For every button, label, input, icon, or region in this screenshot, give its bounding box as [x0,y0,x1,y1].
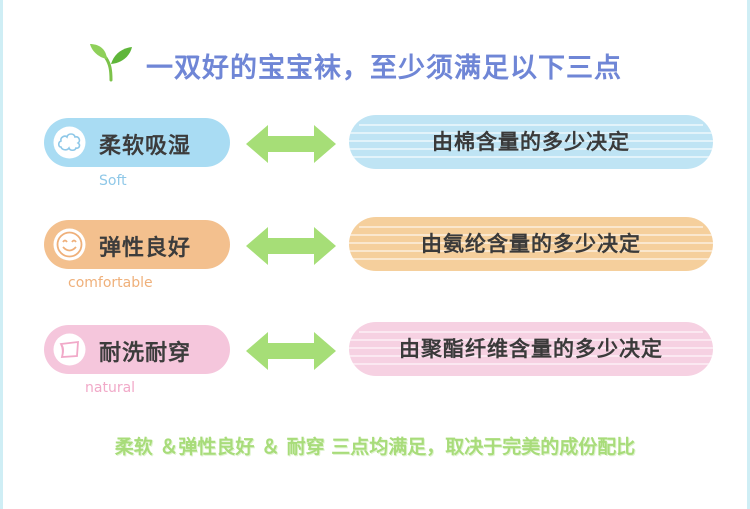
result-text: 由氨纶含量的多少决定 [421,232,641,256]
leaf-sprout-icon [90,44,132,82]
feature-pill: 弹性良好 [44,220,230,269]
pill-texture [349,226,713,260]
feature-row-natural: 耐洗耐穿 natural 由聚酯纤维含量的多少决定 [0,322,750,405]
feature-sublabel: Soft [99,173,127,189]
result-pill: 由棉含量的多少决定 [349,115,713,169]
pill-texture [349,331,713,365]
pill-texture [349,124,713,158]
feature-sublabel: comfortable [68,275,153,291]
feature-pill: 耐洗耐穿 [44,325,230,374]
double-arrow-icon [246,125,336,163]
cotton-icon [53,126,86,159]
feature-label: 耐洗耐穿 [99,341,192,366]
result-text: 由棉含量的多少决定 [432,130,630,154]
feature-pill: 柔软吸湿 [44,118,230,167]
feature-row-soft: 柔软吸湿 Soft 由棉含量的多少决定 [0,115,750,198]
result-pill: 由氨纶含量的多少决定 [349,217,713,271]
footer-summary: 柔软 ＆弹性良好 ＆ 耐穿 三点均满足，取决于完美的成份配比 [114,436,636,458]
page-title: 一双好的宝宝袜，至少须满足以下三点 [146,53,622,84]
feature-label: 弹性良好 [99,236,192,261]
feature-sublabel: natural [85,380,136,396]
result-text: 由聚酯纤维含量的多少决定 [399,337,663,361]
feature-label: 柔软吸湿 [99,134,192,159]
double-arrow-icon [246,227,336,265]
header: 一双好的宝宝袜，至少须满足以下三点 [0,38,750,88]
smile-face-icon [53,228,86,261]
result-pill: 由聚酯纤维含量的多少决定 [349,322,713,376]
feature-row-comfortable: 弹性良好 comfortable 由氨纶含量的多少决定 [0,217,750,300]
fabric-icon [53,333,86,366]
double-arrow-icon [246,332,336,370]
